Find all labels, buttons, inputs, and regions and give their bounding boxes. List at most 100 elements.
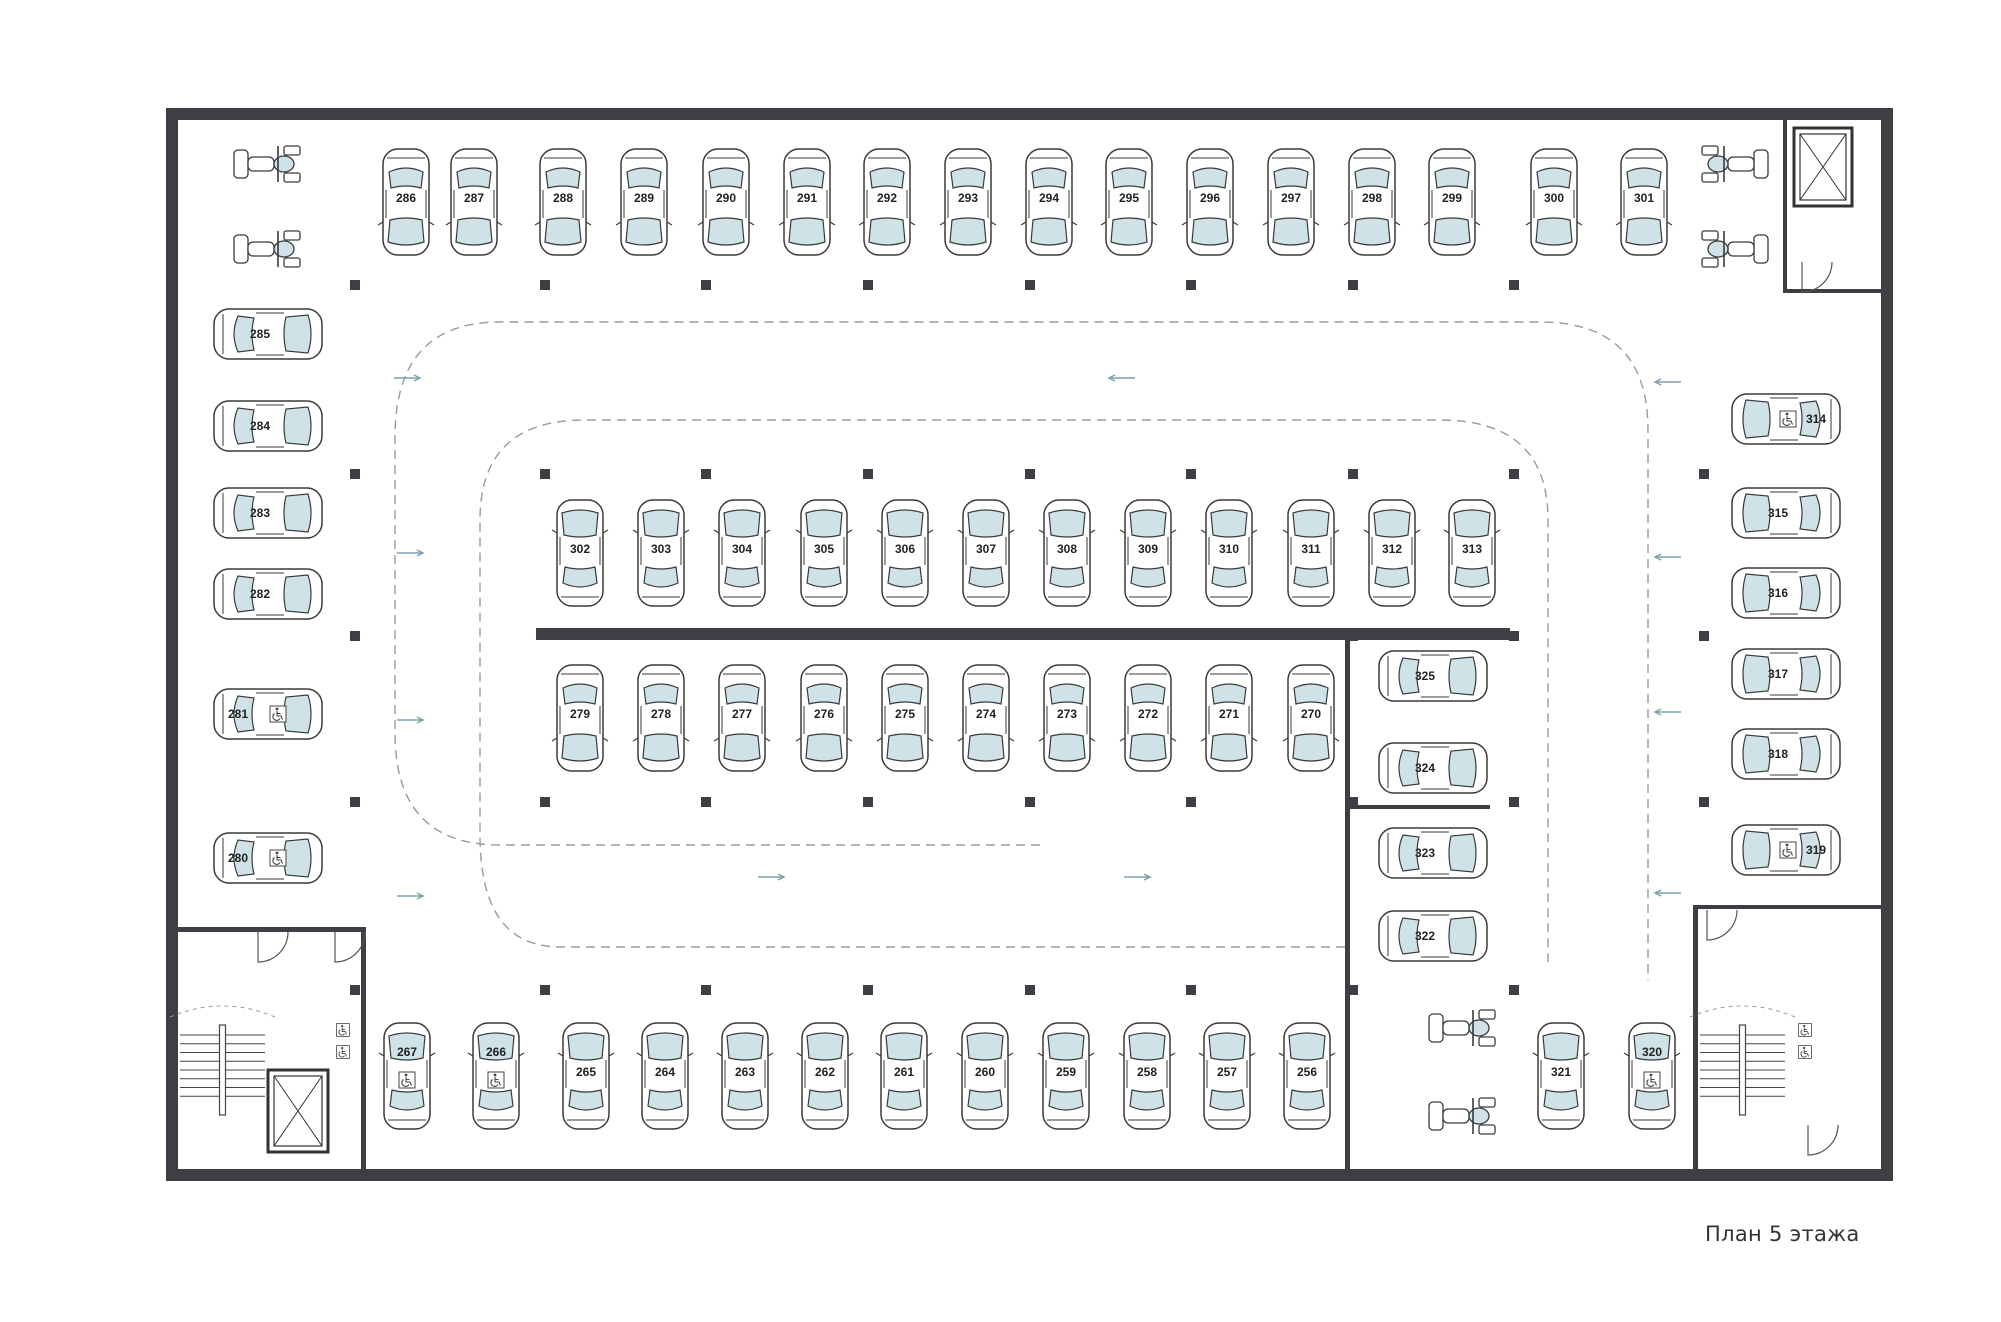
spot-number: 316	[1768, 586, 1788, 600]
elevator-icon	[266, 1068, 330, 1154]
parking-spot-259[interactable]: 259	[1037, 1022, 1095, 1130]
parking-spot-299[interactable]: 299	[1423, 148, 1481, 256]
motorcycle-spots[interactable]	[233, 145, 1769, 1135]
parking-spot-286[interactable]: 286	[377, 148, 435, 256]
parking-spot-305[interactable]: 305	[795, 499, 853, 607]
wheelchair-icon	[1643, 1071, 1661, 1089]
parking-spot-271[interactable]: 271	[1200, 664, 1258, 772]
spot-number: 320	[1642, 1045, 1662, 1059]
parking-spot-256[interactable]: 256	[1278, 1022, 1336, 1130]
parking-spot-274[interactable]: 274	[957, 664, 1015, 772]
parking-spot-296[interactable]: 296	[1181, 148, 1239, 256]
parking-spot-294[interactable]: 294	[1020, 148, 1078, 256]
parking-spot-298[interactable]: 298	[1343, 148, 1401, 256]
parking-spot-311[interactable]: 311	[1282, 499, 1340, 607]
parking-spot-290[interactable]: 290	[697, 148, 755, 256]
motorcycle-icon[interactable]	[233, 230, 301, 268]
motorcycle-icon[interactable]	[1701, 230, 1769, 268]
parking-spot-317[interactable]: 317	[1731, 648, 1841, 700]
parking-spot-315[interactable]: 315	[1731, 487, 1841, 539]
parking-spot-280[interactable]: 280	[213, 832, 323, 884]
parking-spot-304[interactable]: 304	[713, 499, 771, 607]
floor-caption: План 5 этажа	[1705, 1222, 1860, 1246]
parking-spot-308[interactable]: 308	[1038, 499, 1096, 607]
spot-number: 282	[250, 587, 270, 601]
parking-spot-272[interactable]: 272	[1119, 664, 1177, 772]
parking-spot-302[interactable]: 302	[551, 499, 609, 607]
spot-number: 311	[1301, 542, 1321, 556]
pillar-icon	[1186, 280, 1196, 290]
parking-spot-292[interactable]: 292	[858, 148, 916, 256]
spot-number: 291	[797, 191, 817, 205]
parking-spot-281[interactable]: 281	[213, 688, 323, 740]
motorcycle-icon[interactable]	[1428, 1097, 1496, 1135]
spot-number: 286	[396, 191, 416, 205]
parking-spot-303[interactable]: 303	[632, 499, 690, 607]
parking-spot-293[interactable]: 293	[939, 148, 997, 256]
spot-number: 257	[1217, 1065, 1237, 1079]
parking-spot-260[interactable]: 260	[956, 1022, 1014, 1130]
parking-spot-288[interactable]: 288	[534, 148, 592, 256]
wheelchair-icon	[269, 849, 287, 867]
parking-spot-319[interactable]: 319	[1731, 824, 1841, 876]
parking-spot-279[interactable]: 279	[551, 664, 609, 772]
parking-spot-323[interactable]: 323	[1378, 827, 1488, 879]
parking-spot-307[interactable]: 307	[957, 499, 1015, 607]
parking-spot-273[interactable]: 273	[1038, 664, 1096, 772]
parking-spot-289[interactable]: 289	[615, 148, 673, 256]
spot-number: 292	[877, 191, 897, 205]
parking-spot-316[interactable]: 316	[1731, 567, 1841, 619]
parking-spot-276[interactable]: 276	[795, 664, 853, 772]
parking-spot-277[interactable]: 277	[713, 664, 771, 772]
parking-spot-261[interactable]: 261	[875, 1022, 933, 1130]
parking-spot-322[interactable]: 322	[1378, 910, 1488, 962]
parking-spot-291[interactable]: 291	[778, 148, 836, 256]
spot-number: 258	[1137, 1065, 1157, 1079]
parking-spot-301[interactable]: 301	[1615, 148, 1673, 256]
parking-spot-295[interactable]: 295	[1100, 148, 1158, 256]
parking-spot-300[interactable]: 300	[1525, 148, 1583, 256]
pillar-icon	[1348, 797, 1358, 807]
parking-spot-275[interactable]: 275	[876, 664, 934, 772]
parking-spot-263[interactable]: 263	[716, 1022, 774, 1130]
parking-spot-278[interactable]: 278	[632, 664, 690, 772]
motorcycle-icon[interactable]	[1701, 145, 1769, 183]
parking-spot-313[interactable]: 313	[1443, 499, 1501, 607]
pillar-icon	[701, 985, 711, 995]
spot-number: 294	[1039, 191, 1059, 205]
spot-number: 261	[894, 1065, 914, 1079]
service-cores	[169, 126, 1854, 1156]
parking-spot-257[interactable]: 257	[1198, 1022, 1256, 1130]
parking-spot-306[interactable]: 306	[876, 499, 934, 607]
parking-spot-324[interactable]: 324	[1378, 742, 1488, 794]
parking-spot-318[interactable]: 318	[1731, 728, 1841, 780]
parking-spot-284[interactable]: 284	[213, 400, 323, 452]
parking-spot-309[interactable]: 309	[1119, 499, 1177, 607]
parking-spot-321[interactable]: 321	[1532, 1022, 1590, 1130]
parking-spot-285[interactable]: 285	[213, 308, 323, 360]
motorcycle-icon[interactable]	[233, 145, 301, 183]
parking-spot-320[interactable]: 320	[1623, 1022, 1681, 1130]
spot-number: 276	[814, 707, 834, 721]
parking-spot-297[interactable]: 297	[1262, 148, 1320, 256]
parking-spot-266[interactable]: 266	[467, 1022, 525, 1130]
parking-spot-267[interactable]: 267	[378, 1022, 436, 1130]
parking-spot-262[interactable]: 262	[796, 1022, 854, 1130]
parking-spot-264[interactable]: 264	[636, 1022, 694, 1130]
spot-number: 263	[735, 1065, 755, 1079]
parking-spot-314[interactable]: 314	[1731, 393, 1841, 445]
parking-spot-312[interactable]: 312	[1363, 499, 1421, 607]
spot-number: 259	[1056, 1065, 1076, 1079]
parking-spot-325[interactable]: 325	[1378, 650, 1488, 702]
spot-number: 306	[895, 542, 915, 556]
motorcycle-icon[interactable]	[1428, 1009, 1496, 1047]
parking-spot-287[interactable]: 287	[445, 148, 503, 256]
parking-spot-310[interactable]: 310	[1200, 499, 1258, 607]
spot-number: 319	[1806, 843, 1826, 857]
parking-spots[interactable]: 286 287 288 289 290 291 292 293 294 295 296 297 298 2…	[213, 148, 1841, 1130]
parking-spot-265[interactable]: 265	[557, 1022, 615, 1130]
parking-spot-270[interactable]: 270	[1282, 664, 1340, 772]
parking-spot-283[interactable]: 283	[213, 487, 323, 539]
parking-spot-282[interactable]: 282	[213, 568, 323, 620]
parking-spot-258[interactable]: 258	[1118, 1022, 1176, 1130]
